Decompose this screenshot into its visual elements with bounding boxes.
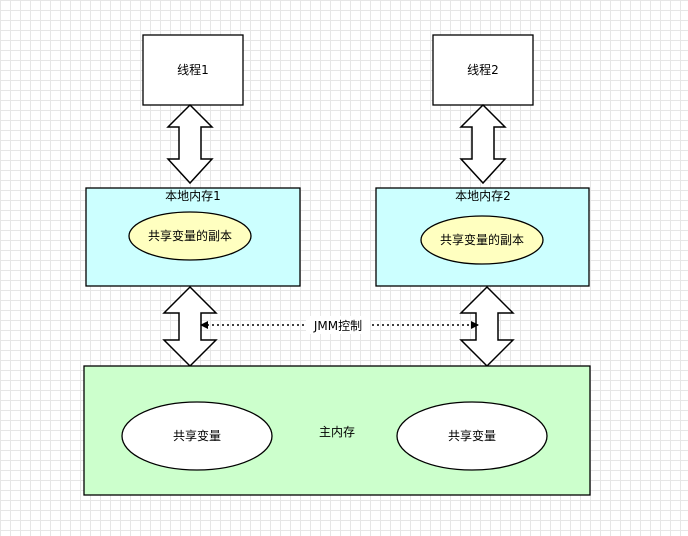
thread-2-label: 线程2 xyxy=(467,62,499,77)
double-arrow-thread2-local2 xyxy=(459,103,507,185)
jmm-label: JMM控制 xyxy=(313,319,362,333)
double-arrow-local1-main xyxy=(162,285,218,368)
main-memory-label: 主内存 xyxy=(319,425,355,439)
local-memory-1-label: 本地内存1 xyxy=(165,189,221,203)
local-memory-1: 本地内存1 共享变量的副本 xyxy=(85,187,301,287)
variable-copy-2-label: 共享变量的副本 xyxy=(440,232,524,247)
jmm-label-background xyxy=(306,316,370,334)
shared-variable-2-label: 共享变量 xyxy=(448,428,496,443)
shared-variable-2-ellipse xyxy=(396,401,548,471)
local-memory-2: 本地内存2 共享变量的副本 xyxy=(375,187,590,287)
thread-1-box: 线程1 xyxy=(142,34,244,106)
thread-1-label: 线程1 xyxy=(177,62,209,77)
double-arrow-thread1-local1 xyxy=(166,103,214,185)
local-memory-2-label: 本地内存2 xyxy=(455,189,511,203)
double-arrow-local2-main xyxy=(459,285,515,368)
main-memory: 主内存 共享变量 共享变量 xyxy=(83,365,591,496)
variable-copy-2-ellipse xyxy=(420,215,544,265)
thread-2-box: 线程2 xyxy=(432,34,534,106)
shared-variable-1-ellipse xyxy=(121,401,273,471)
variable-copy-1-ellipse xyxy=(128,211,252,261)
shared-variable-1-label: 共享变量 xyxy=(173,428,221,443)
variable-copy-1-label: 共享变量的副本 xyxy=(148,228,232,243)
